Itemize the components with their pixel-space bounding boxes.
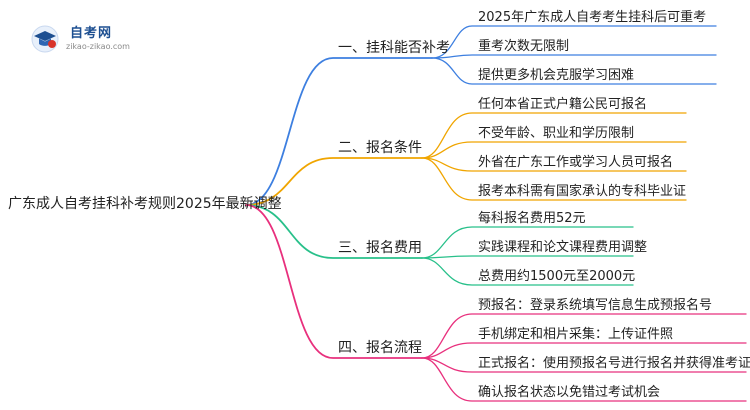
- leaf-connector: [421, 357, 747, 402]
- branch-connector: [245, 204, 423, 359]
- leaf-label: 预报名：登录系统填写信息生成预报名号: [478, 298, 713, 313]
- leaf-connector: [421, 342, 747, 359]
- leaf-label: 提供更多机会克服学习困难: [478, 68, 635, 83]
- graduation-cap-icon: [31, 25, 59, 53]
- leaf-label: 不受年龄、职业和学历限制: [478, 126, 635, 141]
- leaf-label: 任何本省正式户籍公民可报名: [478, 97, 648, 112]
- leaf-label: 正式报名：使用预报名号进行报名并获得准考证号: [478, 356, 750, 371]
- leaf-connector: [421, 141, 687, 159]
- branch-connector: [245, 157, 423, 206]
- leaf-connector: [421, 257, 634, 286]
- branch-connector: [245, 204, 423, 259]
- logo: 自考网 zikao-zikao.com: [30, 18, 150, 58]
- leaf-connector: [421, 357, 747, 373]
- logo-title: 自考网: [70, 26, 113, 41]
- leaf-connector: [421, 313, 747, 359]
- leaf-label: 外省在广东工作或学习人员可报名: [478, 155, 674, 170]
- leaf-connector: [421, 255, 634, 259]
- leaf-connector: [421, 157, 687, 172]
- branch-connector: [245, 57, 433, 206]
- leaf-label: 2025年广东成人自考考生挂科后可重考: [478, 10, 707, 25]
- leaf-connector: [431, 25, 717, 59]
- root-topic: 广东成人自考挂科补考规则2025年最新调整: [8, 196, 282, 212]
- leaf-label: 手机绑定和相片采集：上传证件照: [478, 327, 674, 342]
- leaf-connector: [431, 57, 717, 85]
- branch-label: 二、报名条件: [338, 140, 422, 156]
- leaf-label: 总费用约1500元至2000元: [478, 269, 636, 284]
- leaf-label: 每科报名费用52元: [478, 211, 586, 226]
- leaf-label: 重考次数无限制: [478, 39, 570, 54]
- leaf-connector: [421, 112, 687, 159]
- leaf-label: 确认报名状态以免错过考试机会: [478, 385, 661, 400]
- leaf-connector: [421, 157, 687, 201]
- leaf-connector: [421, 226, 634, 259]
- leaf-label: 报考本科需有国家承认的专科毕业证: [478, 184, 687, 199]
- logo-url: zikao-zikao.com: [66, 42, 130, 51]
- branch-label: 一、挂科能否补考: [338, 40, 450, 56]
- branch-label: 三、报名费用: [338, 240, 422, 256]
- leaf-connector: [431, 54, 717, 59]
- branch-label: 四、报名流程: [338, 340, 422, 356]
- leaf-label: 实践课程和论文课程费用调整: [478, 240, 648, 255]
